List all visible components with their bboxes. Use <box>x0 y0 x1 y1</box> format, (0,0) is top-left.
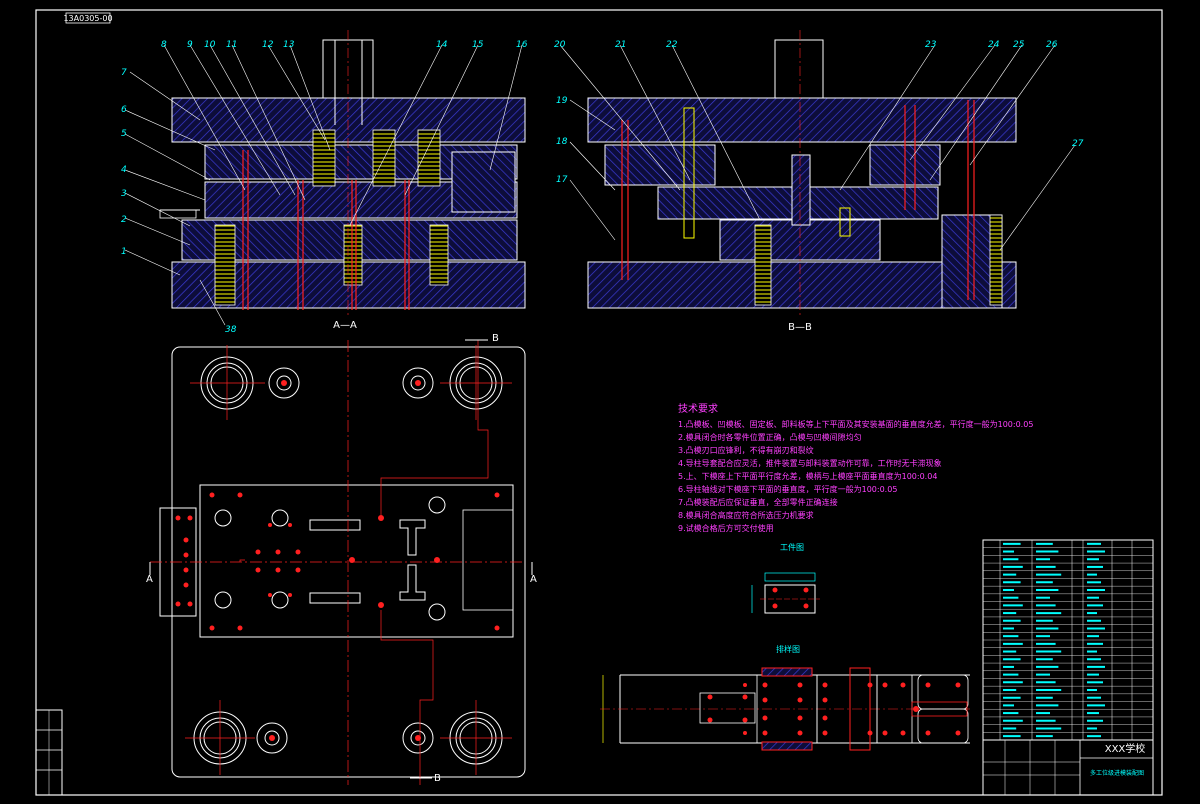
svg-text:21: 21 <box>615 40 626 50</box>
note-5: 5.上、下模座上下平面平行度允差，模柄与上模座平面垂直度为100:0.04 <box>678 471 937 481</box>
svg-text:26: 26 <box>1046 40 1058 50</box>
note-3: 3.凸模刃口应锋利，不得有崩刃和裂纹 <box>678 445 814 455</box>
cut-b-bottom: B <box>434 773 441 784</box>
svg-text:18: 18 <box>556 137 568 147</box>
note-7: 7.凸模装配后应保证垂直，全部零件正确连接 <box>678 497 838 507</box>
svg-text:27: 27 <box>1072 139 1084 149</box>
drawing-name: 多工位级进模装配图 <box>1090 769 1144 777</box>
svg-text:8: 8 <box>161 40 167 50</box>
cut-b-top: B <box>492 333 499 344</box>
aa-callout-labels: 1 2 3 4 5 6 7 8 9 10 11 12 13 14 15 16 3… <box>121 40 528 335</box>
svg-text:6: 6 <box>121 105 127 115</box>
section-aa-label: A—A <box>333 320 357 331</box>
svg-text:38: 38 <box>225 325 237 335</box>
strip-label: 排样图 <box>776 644 800 654</box>
svg-text:15: 15 <box>472 40 484 50</box>
svg-text:5: 5 <box>121 129 127 139</box>
svg-text:12: 12 <box>262 40 274 50</box>
section-aa-view: A—A <box>159 30 526 331</box>
bb-callout-labels: 17 18 19 20 21 22 23 24 25 26 27 <box>554 40 1084 185</box>
note-8: 8.模具闭合高度应符合所选压力机要求 <box>678 510 814 520</box>
svg-text:1: 1 <box>121 247 127 257</box>
note-6: 6.导柱轴线对下模座下平面的垂直度，平行度一般为100:0.05 <box>678 484 897 494</box>
note-2: 2.模具闭合时各零件位置正确，凸模与凹模间隙均匀 <box>678 432 862 442</box>
workpiece-view: 工件图 <box>751 542 820 614</box>
svg-text:19: 19 <box>556 96 568 106</box>
title-block: XXX学校 多工位级进模装配图 <box>982 739 1154 796</box>
svg-text:11: 11 <box>226 40 237 50</box>
strip-layout-view: 排样图 <box>600 644 970 751</box>
note-4: 4.导柱导套配合应灵活，推件装置与卸料装置动作可靠，工作时无卡滞现象 <box>678 458 942 468</box>
drawing-number: 13A0305-00 <box>63 14 112 23</box>
note-1: 1.凸模板、凹模板、固定板、卸料板等上下平面及其安装基面的垂直度允差，平行度一般… <box>678 419 1033 429</box>
cut-a-left: A <box>146 574 153 585</box>
svg-text:14: 14 <box>436 40 448 50</box>
technical-requirements: 技术要求 1.凸模板、凹模板、固定板、卸料板等上下平面及其安装基面的垂直度允差，… <box>678 402 1033 533</box>
svg-text:22: 22 <box>666 40 678 50</box>
section-bb-view: B—B <box>587 30 1017 333</box>
school-name: XXX学校 <box>1105 742 1146 755</box>
cut-a-right: A <box>530 574 537 585</box>
drawing-frame: 13A0305-00 <box>35 9 1163 796</box>
svg-text:9: 9 <box>187 40 193 50</box>
svg-text:3: 3 <box>121 189 127 199</box>
notes-title: 技术要求 <box>678 402 718 415</box>
svg-text:16: 16 <box>516 40 528 50</box>
svg-text:2: 2 <box>121 215 127 225</box>
section-bb-label: B—B <box>788 322 812 333</box>
svg-text:17: 17 <box>556 175 568 185</box>
bb-callouts <box>559 44 1076 251</box>
svg-text:24: 24 <box>988 40 1000 50</box>
svg-text:10: 10 <box>204 40 216 50</box>
parts-list <box>982 539 1154 741</box>
workpiece-label: 工件图 <box>780 542 804 552</box>
svg-text:13: 13 <box>283 40 295 50</box>
svg-text:4: 4 <box>121 165 127 175</box>
note-9: 9.试模合格后方可交付使用 <box>678 523 774 533</box>
plan-view: B B A A <box>146 333 537 785</box>
svg-text:25: 25 <box>1013 40 1025 50</box>
svg-text:23: 23 <box>925 40 937 50</box>
aa-callouts <box>124 44 523 326</box>
svg-text:7: 7 <box>121 68 127 78</box>
svg-text:20: 20 <box>554 40 566 50</box>
